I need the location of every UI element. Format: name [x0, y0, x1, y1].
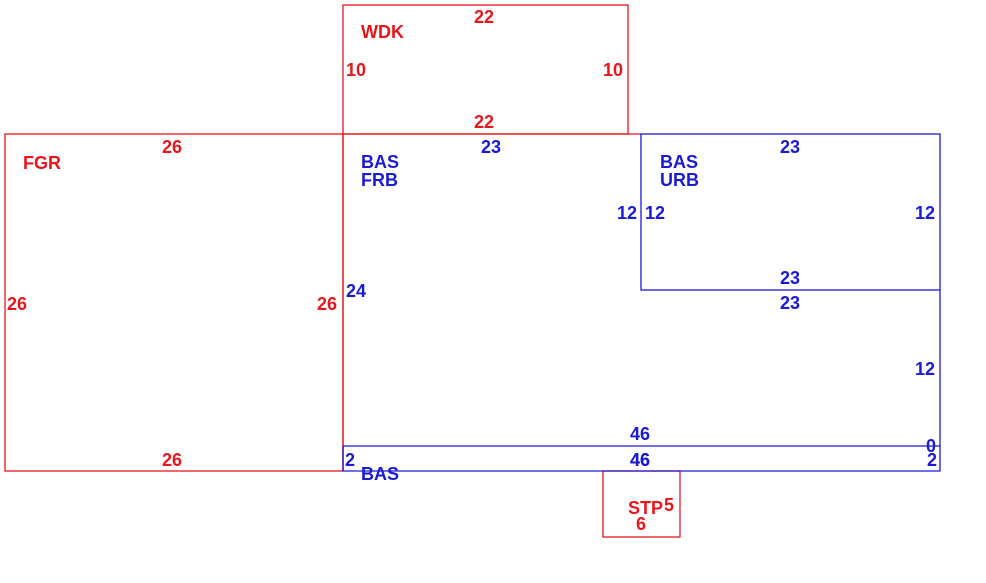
bas-frb-right-dimension: 12 [617, 203, 637, 223]
bas-frb-left-dimension: 24 [346, 281, 366, 301]
bas-strip-outline [342, 446, 941, 472]
fgr-outline [4, 133, 344, 472]
fgr-left-dimension: 26 [7, 294, 27, 314]
wdk-bottom-dimension: 22 [474, 112, 494, 132]
fgr-bottom-dimension: 26 [162, 450, 182, 470]
bas-urb-outline [640, 133, 941, 291]
bas-main-top-dimension: 23 [780, 293, 800, 313]
bas-strip-corner-dimension: 0 [926, 436, 936, 456]
bas-urb-bottom-dimension: 23 [780, 268, 800, 288]
bas-urb-left-dimension: 12 [645, 203, 665, 223]
bas-strip-left-dimension: 2 [345, 450, 355, 470]
wdk-code: WDK [361, 22, 404, 42]
stp-bottom-dimension: 6 [636, 514, 646, 534]
stp-right-dimension: 5 [664, 495, 674, 515]
bas-strip-top-dimension: 46 [630, 450, 650, 470]
bas-strip-right-dimension: 2 [927, 450, 937, 470]
bas-frb-code-line2: FRB [361, 170, 398, 190]
bas-main-bottom-dimension: 46 [630, 424, 650, 444]
bas-strip-code: BAS [361, 464, 399, 484]
bas-strip-bottom-dimension: 46 [630, 450, 650, 470]
bas-urb-code-line2: URB [660, 170, 699, 190]
fgr-code: FGR [23, 153, 61, 173]
bas-main-right-dimension: 12 [915, 359, 935, 379]
fgr-right-dimension: 26 [317, 294, 337, 314]
wdk-top-dimension: 22 [474, 7, 494, 27]
bas-urb-top-dimension: 23 [780, 137, 800, 157]
fgr-top-dimension: 26 [162, 137, 182, 157]
bas-frb-code-line1: BAS [361, 152, 399, 172]
wdk-right-dimension: 10 [603, 60, 623, 80]
bas-urb-code-line1: BAS [660, 152, 698, 172]
bas-frb-top-dimension: 23 [481, 137, 501, 157]
wdk-left-dimension: 10 [346, 60, 366, 80]
bas-urb-right-dimension: 12 [915, 203, 935, 223]
bas-main-outline [343, 290, 941, 447]
stp-code: STP [628, 498, 663, 518]
